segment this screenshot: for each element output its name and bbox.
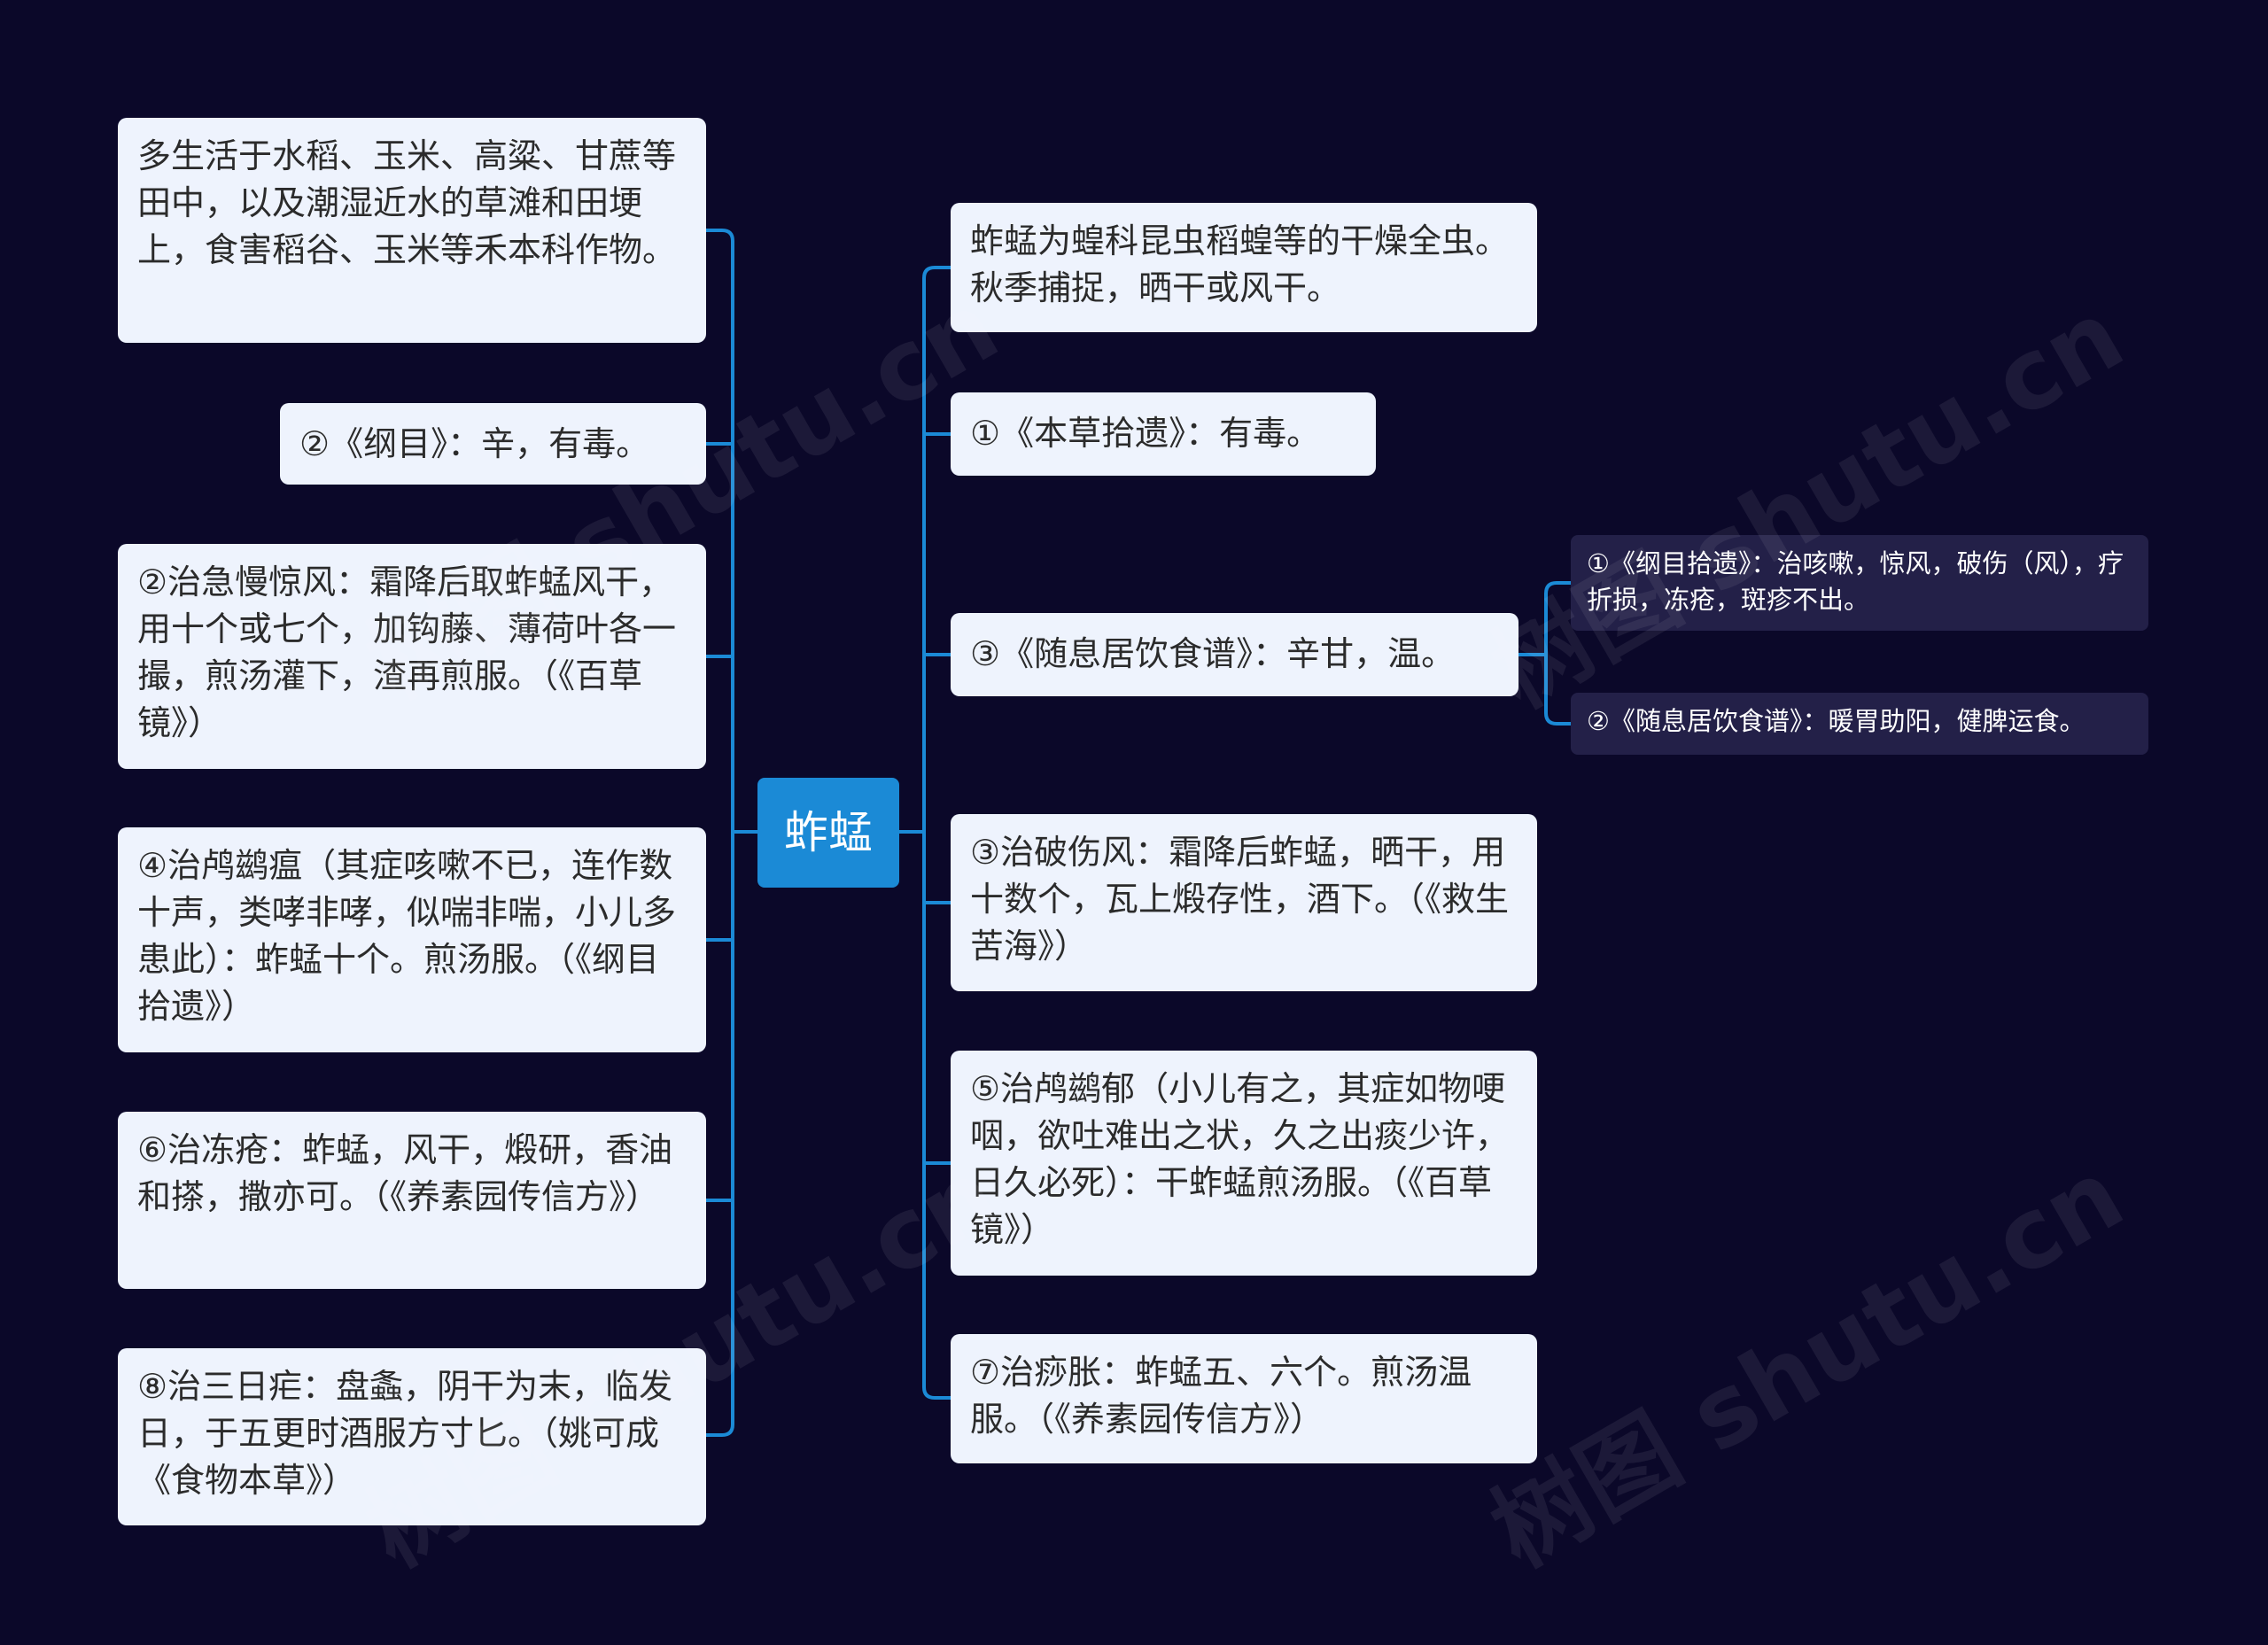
sub-topic-suixiju-effect[interactable]: ②《随息居饮食谱》：暖胃助阳，健脾运食。 <box>1571 693 2148 755</box>
left-topic-frostbite[interactable]: ⑥治冻疮：蚱蜢，风干，煅研，香油和搽，撒亦可。（《养素园传信方》） <box>118 1112 706 1289</box>
connector-sub-spine <box>1544 581 1573 726</box>
right-topic-definition[interactable]: 蚱蜢为蝗科昆虫稻蝗等的干燥全虫。秋季捕捉，晒干或风干。 <box>951 203 1537 332</box>
left-topic-convulsion[interactable]: ②治急慢惊风：霜降后取蚱蜢风干，用十个或七个，加钩藤、薄荷叶各一撮，煎汤灌下，渣… <box>118 544 706 769</box>
right-topic-bencao[interactable]: ①《本草拾遗》：有毒。 <box>951 392 1376 476</box>
left-topic-malaria[interactable]: ⑧治三日疟：盘螽，阴干为末，临发日，于五更时酒服方寸匕。（姚可成《食物本草》） <box>118 1348 706 1525</box>
right-topic-suixiju[interactable]: ③《随息居饮食谱》：辛甘，温。 <box>951 613 1518 696</box>
right-topic-tetanus[interactable]: ③治破伤风：霜降后蚱蜢，晒干，用十数个，瓦上煅存性，酒下。（《救生苦海》） <box>951 814 1537 991</box>
left-topic-gangmu[interactable]: ②《纲目》：辛，有毒。 <box>280 403 706 485</box>
right-topic-sha-swelling[interactable]: ⑦治痧胀：蚱蜢五、六个。煎汤温服。（《养素园传信方》） <box>951 1334 1537 1463</box>
root-topic[interactable]: 蚱蜢 <box>757 778 899 888</box>
right-topic-luci-depression[interactable]: ⑤治鸬鹚郁（小儿有之，其症如物哽咽，欲吐难出之状，久之出痰少许，日久必死）：干蚱… <box>951 1051 1537 1276</box>
left-topic-luci-plague[interactable]: ④治鸬鹚瘟（其症咳嗽不已，连作数十声，类哮非哮，似喘非喘，小儿多患此）：蚱蜢十个… <box>118 827 706 1052</box>
left-topic-habitat[interactable]: 多生活于水稻、玉米、高粱、甘蔗等田中，以及潮湿近水的草滩和田埂上，食害稻谷、玉米… <box>118 118 706 343</box>
connector-right-spine <box>922 266 952 1400</box>
connector-left-spine <box>704 229 734 1437</box>
sub-topic-gangmu-shiyi[interactable]: ①《纲目拾遗》：治咳嗽，惊风，破伤（风），疗折损，冻疮，斑疹不出。 <box>1571 535 2148 631</box>
